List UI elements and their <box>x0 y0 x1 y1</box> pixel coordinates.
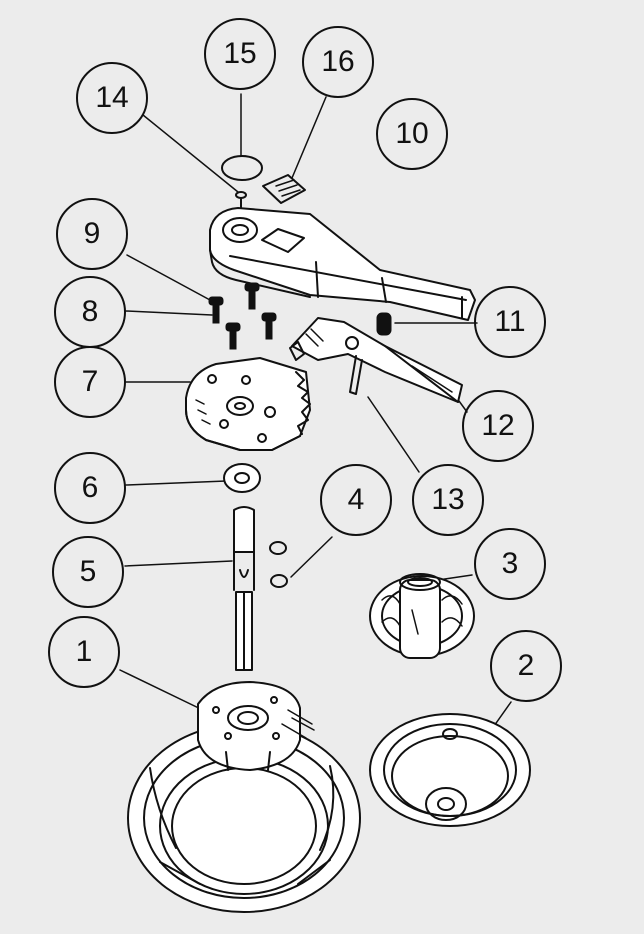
callout-10: 10 <box>376 98 448 170</box>
leader-6 <box>125 480 227 486</box>
leader-9 <box>126 254 211 301</box>
callout-11: 11 <box>474 286 546 358</box>
handle-part <box>209 207 476 321</box>
callout-4-label: 4 <box>347 483 365 516</box>
leader-4 <box>290 536 333 578</box>
callout-8: 8 <box>54 276 126 348</box>
lever-part <box>289 317 463 403</box>
callout-15-label: 15 <box>223 37 257 70</box>
callout-9: 9 <box>56 198 128 270</box>
leader-1 <box>119 669 210 714</box>
callout-11-label: 11 <box>494 305 526 338</box>
callout-8-label: 8 <box>81 295 99 328</box>
callout-3-label: 3 <box>501 547 519 580</box>
leader-14 <box>142 114 239 193</box>
callout-7-label: 7 <box>81 365 99 398</box>
callout-1-label: 1 <box>75 635 93 668</box>
flange-ring-part <box>369 713 531 827</box>
callout-3: 3 <box>474 528 546 600</box>
callout-5-label: 5 <box>79 555 97 588</box>
callout-10-label: 10 <box>395 117 429 150</box>
callout-6-label: 6 <box>81 471 99 504</box>
leader-8 <box>125 310 213 316</box>
pin-part <box>349 355 363 395</box>
label-plate-part <box>262 174 306 204</box>
leader-lines <box>119 93 512 744</box>
callout-6: 6 <box>54 452 126 524</box>
disc-part <box>369 573 475 659</box>
callout-16-label: 16 <box>321 45 355 78</box>
callout-14: 14 <box>76 62 148 134</box>
callout-12-label: 12 <box>481 409 515 442</box>
callout-15: 15 <box>204 18 276 90</box>
callout-2-label: 2 <box>517 649 535 682</box>
callout-16: 16 <box>302 26 374 98</box>
screw-part <box>235 191 247 209</box>
callout-5: 5 <box>52 536 124 608</box>
valve-body-part <box>127 681 361 913</box>
leader-5 <box>124 560 233 567</box>
leader-16 <box>291 96 327 179</box>
callout-7: 7 <box>54 346 126 418</box>
callout-1: 1 <box>48 616 120 688</box>
washer-part <box>223 463 261 493</box>
spring-part <box>376 312 392 336</box>
callout-9-label: 9 <box>83 217 101 250</box>
callout-13: 13 <box>412 464 484 536</box>
cap-part <box>221 155 263 181</box>
callout-12: 12 <box>462 390 534 462</box>
o-rings-part <box>269 541 288 588</box>
callout-13-label: 13 <box>431 483 465 516</box>
handle-screws <box>208 282 277 350</box>
stem-part <box>233 506 255 671</box>
gear-plate-part <box>185 357 311 451</box>
callout-4: 4 <box>320 464 392 536</box>
callout-14-label: 14 <box>95 81 129 114</box>
leader-13 <box>367 396 420 473</box>
callout-2: 2 <box>490 630 562 702</box>
